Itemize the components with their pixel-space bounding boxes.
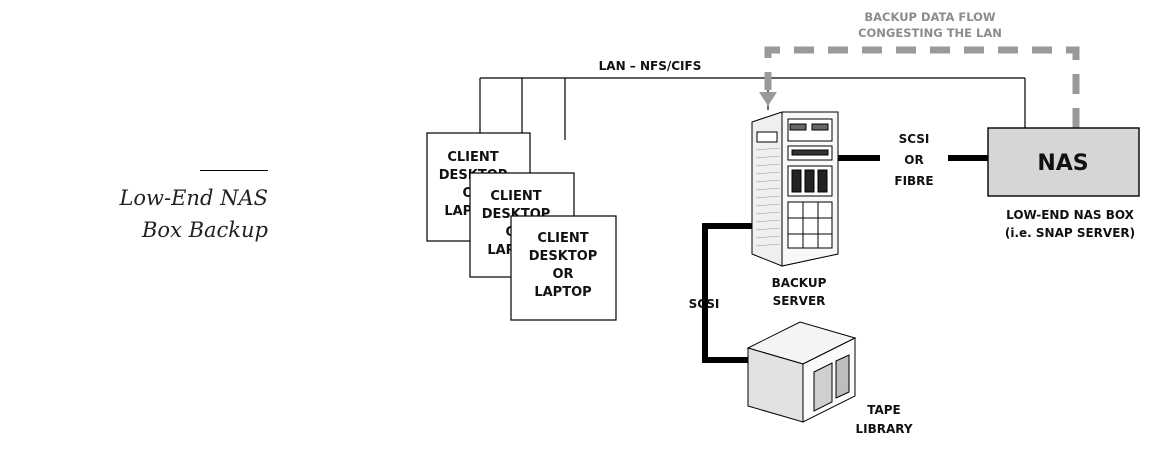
nas-box-caption-1: LOW-END NAS BOX xyxy=(1006,208,1135,222)
svg-text:OR: OR xyxy=(552,267,573,282)
svg-text:LAPTOP: LAPTOP xyxy=(534,285,591,300)
scsi-link xyxy=(702,223,752,363)
caption-line-2: Box Backup xyxy=(142,218,268,242)
nas-label: NAS xyxy=(1037,151,1088,176)
backup-server-label-2: SERVER xyxy=(773,294,826,308)
scsi-fibre-label-2: OR xyxy=(904,153,923,167)
tape-label-1: TAPE xyxy=(867,403,901,417)
flow-arrow-head xyxy=(759,92,777,106)
backup-flow-label-1: BACKUP DATA FLOW xyxy=(864,10,996,24)
tape-label-2: LIBRARY xyxy=(855,422,912,436)
scsi-label: SCSI xyxy=(689,297,720,311)
client-3: CLIENT DESKTOP OR LAPTOP xyxy=(510,215,617,321)
caption-line-1: Low-End NAS xyxy=(119,186,268,210)
caption-rule xyxy=(200,170,268,171)
svg-text:CLIENT: CLIENT xyxy=(537,231,588,246)
lan-label: LAN – NFS/CIFS xyxy=(599,59,702,73)
backup-server-icon xyxy=(751,111,839,267)
backup-server-label-1: BACKUP xyxy=(772,276,827,290)
backup-flow-label-2: CONGESTING THE LAN xyxy=(858,26,1002,40)
svg-text:DESKTOP: DESKTOP xyxy=(529,249,598,264)
nas-box-caption-2: (i.e. SNAP SERVER) xyxy=(1005,226,1135,240)
backup-data-flow-path xyxy=(764,46,1080,128)
svg-text:CLIENT: CLIENT xyxy=(447,150,498,165)
scsi-fibre-label-1: SCSI xyxy=(899,132,930,146)
nas-box xyxy=(987,127,1140,197)
svg-text:CLIENT: CLIENT xyxy=(490,189,541,204)
scsi-fibre-label-3: FIBRE xyxy=(894,174,933,188)
tape-library-icon xyxy=(746,321,857,423)
